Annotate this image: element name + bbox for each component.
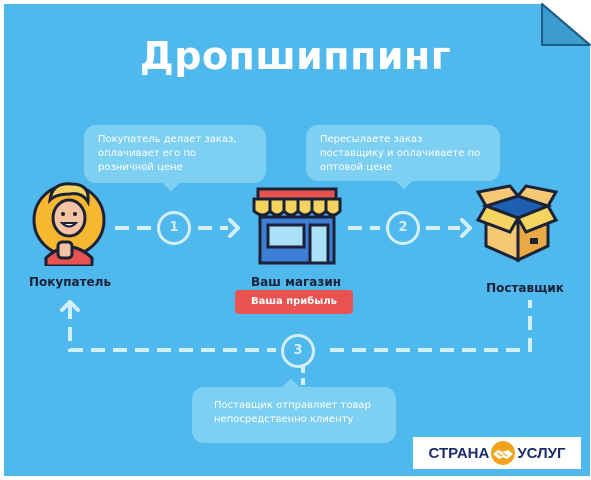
- profit-badge: Ваша прибыль: [235, 290, 353, 314]
- step2-description: Пересылаете заказ поставщику и оплачивае…: [320, 134, 481, 173]
- step2-description-bubble: Пересылаете заказ поставщику и оплачивае…: [306, 125, 500, 181]
- supplier-label: Поставщик: [486, 281, 564, 295]
- step-1-marker: 1: [157, 211, 191, 245]
- storefront-awning-icon: [252, 187, 342, 265]
- brand-left-text: СТРАНА: [428, 444, 490, 462]
- brand-logo: СТРАНА УСЛУГ: [413, 437, 581, 469]
- step1-description: Покупатель делает заказ, оплачивает его …: [98, 134, 237, 173]
- step3-description-bubble: Поставщик отправляет товар непосредствен…: [192, 387, 396, 443]
- smiling-man-thumbs-up-icon: [32, 182, 106, 266]
- buyer-label: Покупатель: [28, 275, 112, 289]
- connector-arrowheads: [60, 218, 472, 312]
- handshake-globe-icon: [491, 441, 516, 465]
- brand-right-text: УСЛУГ: [517, 444, 566, 462]
- dashed-connectors: [68, 226, 532, 352]
- step3-description: Поставщик отправляет товар непосредствен…: [214, 400, 371, 425]
- step1-description-bubble: Покупатель делает заказ, оплачивает его …: [84, 125, 266, 183]
- page-title: Дропшиппинг: [139, 34, 452, 78]
- open-cardboard-box-icon: [476, 184, 558, 263]
- step-3-marker: 3: [281, 334, 315, 368]
- shop-label: Ваш магазин: [250, 275, 342, 289]
- step-2-marker: 2: [386, 211, 420, 245]
